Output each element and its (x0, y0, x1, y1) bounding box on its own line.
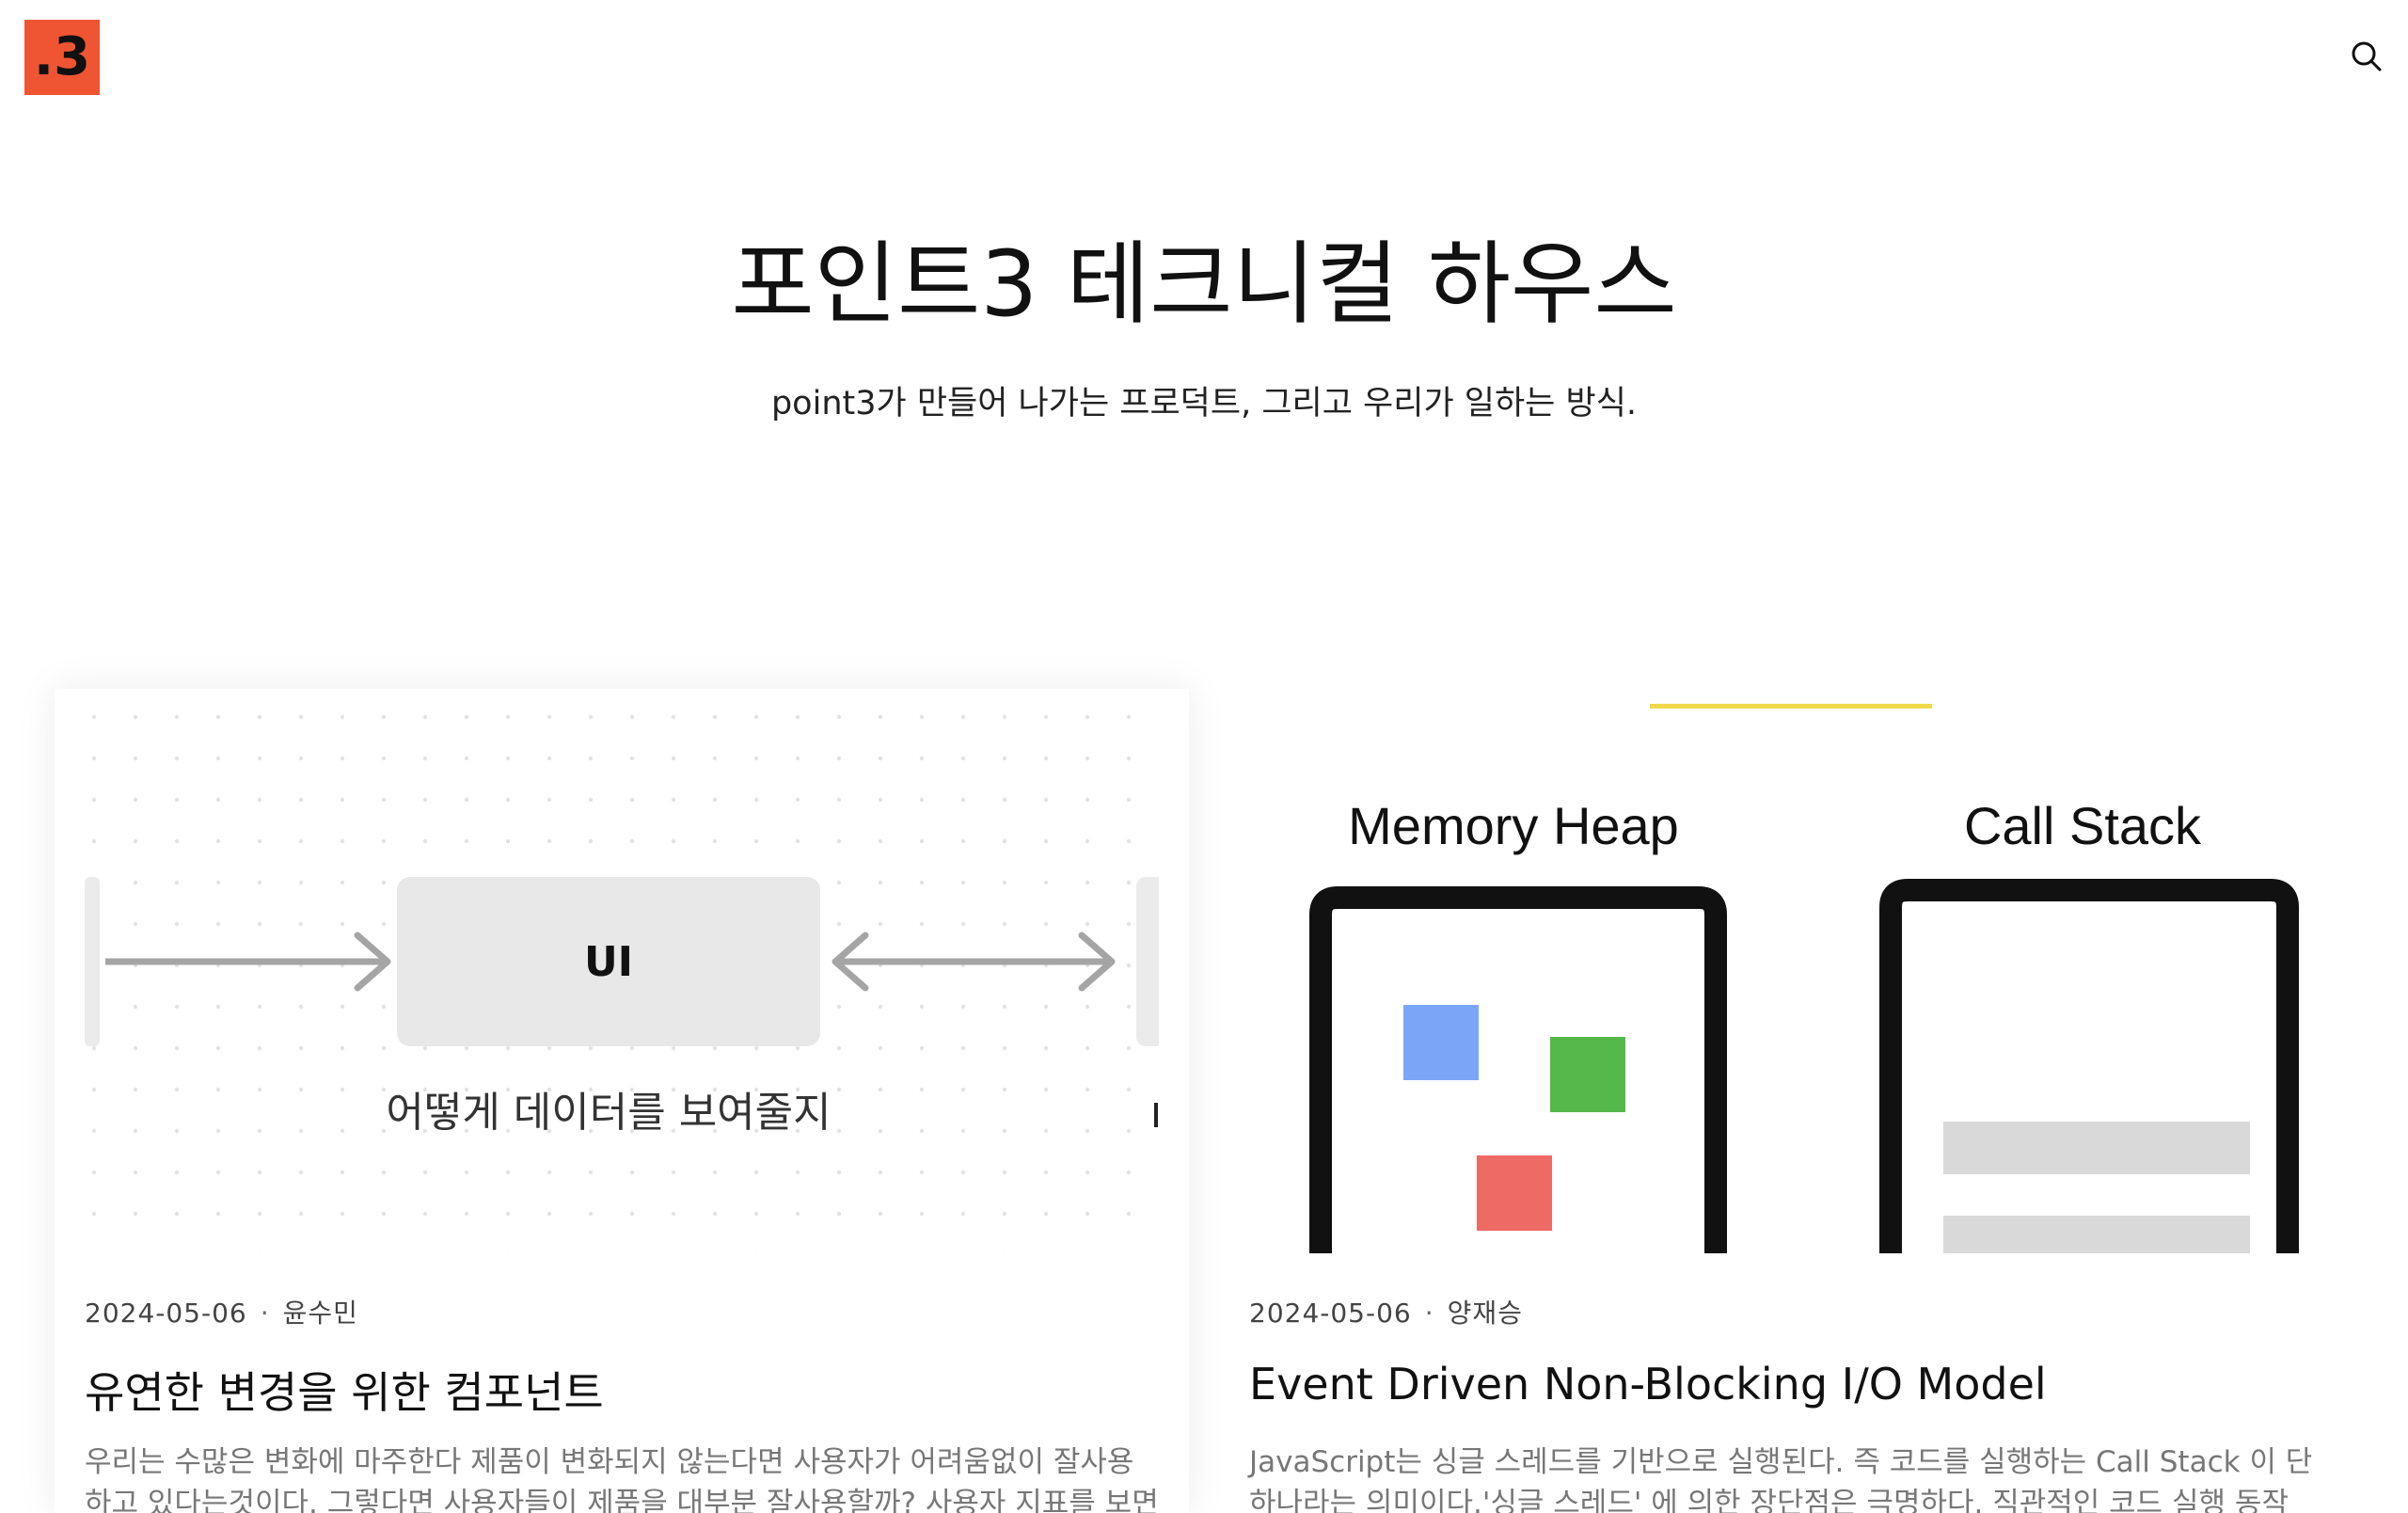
thumb-left-label: Memory Heap (1348, 796, 1679, 855)
site-logo[interactable]: .3 (24, 20, 100, 95)
thumbnail-illustration: Memory Heap Call Stack (1309, 704, 2299, 1253)
post-date: 2024-05-06 (1249, 1298, 1412, 1329)
search-button[interactable] (2348, 38, 2385, 75)
post-card[interactable]: Memory Heap Call Stack 2024-05-06 · 양재승 Ev… (1219, 689, 2353, 1513)
thumb-right-label: Call Stack (1964, 796, 2202, 855)
page-subtitle: point3가 만들어 나가는 프로덕트, 그리고 우리가 일하는 방식. (770, 385, 1638, 422)
post-thumbnail[interactable]: Memory Heap Call Stack (1219, 689, 2353, 1253)
post-title[interactable]: 유연한 변경을 위한 컴포넌트 (85, 1367, 604, 1418)
thumb-box-label: UI (584, 938, 633, 986)
post-meta: 2024-05-06 · 윤수민 (85, 1293, 358, 1330)
thumb-caption: 어떻게 데이터를 보여줄지 (386, 1089, 831, 1137)
meta-separator: · (260, 1298, 270, 1329)
page-title: 포인트3 테크니컬 하우스 (731, 231, 1677, 337)
post-author: 양재승 (1447, 1298, 1523, 1329)
post-date: 2024-05-06 (85, 1298, 247, 1329)
post-card[interactable]: UI 어떻게 데이터를 보여줄지 2024-05-06 · 윤수민 유연한 변경을 … (55, 689, 1189, 1513)
search-icon (2352, 41, 2382, 72)
post-excerpt: 우리는 수많은 변화에 마주한다 제품이 변화되지 않는다면 사용자가 어려움없… (85, 1445, 1159, 1513)
post-author: 윤수민 (282, 1298, 358, 1329)
post-meta: 2024-05-06 · 양재승 (1249, 1293, 1523, 1330)
post-thumbnail[interactable]: UI 어떻게 데이터를 보여줄지 (85, 708, 1159, 1253)
meta-separator: · (1424, 1298, 1434, 1329)
post-excerpt: JavaScript는 싱글 스레드를 기반으로 실행된다. 즉 코드를 실행하… (1249, 1445, 2313, 1513)
logo-text: .3 (33, 26, 91, 88)
post-title[interactable]: Event Driven Non-Blocking I/O Model (1249, 1359, 2047, 1409)
thumbnail-illustration: UI 어떻게 데이터를 보여줄지 (85, 708, 1159, 1253)
site-header: .3 (0, 0, 2408, 104)
